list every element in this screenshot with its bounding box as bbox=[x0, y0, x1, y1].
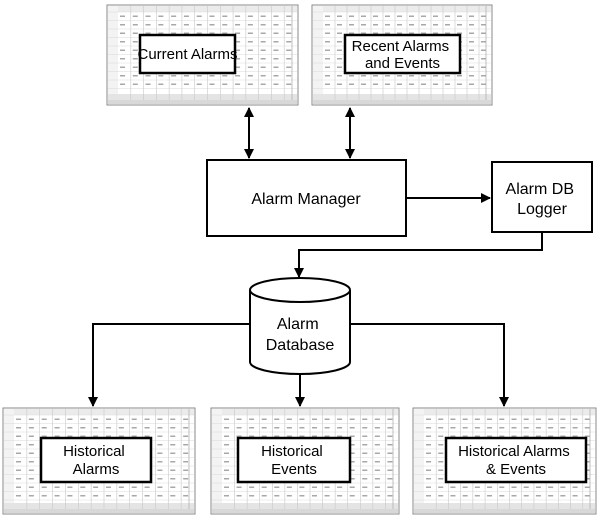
database-to-historical-alarms-connector bbox=[88, 323, 250, 407]
alarm-db-logger-box bbox=[491, 161, 593, 233]
historical-alarms-label: Historical Alarms bbox=[63, 443, 129, 478]
historical-alarms-events-label-box bbox=[444, 436, 588, 484]
alarm-database-cylinder bbox=[249, 277, 351, 375]
historical-events-label: Historical Events bbox=[261, 443, 327, 478]
alarm-db-logger-label: Alarm DB Logger bbox=[506, 181, 579, 218]
historical-alarms-label-box bbox=[39, 436, 153, 484]
recent-alarms-label-box bbox=[343, 33, 462, 75]
historical-events-label-box bbox=[236, 436, 352, 484]
current-alarms-screen bbox=[106, 4, 299, 106]
current-alarms-label-box bbox=[138, 33, 237, 75]
database-to-historical-alarms-events-connector bbox=[350, 323, 509, 407]
logger-to-database-connector bbox=[294, 232, 543, 278]
alarm-manager-label: Alarm Manager bbox=[251, 191, 361, 208]
alarm-database-label: Alarm Database bbox=[266, 316, 335, 354]
recent-alarms-label: Recent Alarms and Events bbox=[352, 38, 454, 72]
alarm-manager-box bbox=[206, 159, 407, 237]
current-alarms-label: Current Alarms bbox=[137, 46, 237, 63]
historical-alarms-events-label: Historical Alarms & Events bbox=[458, 443, 574, 478]
